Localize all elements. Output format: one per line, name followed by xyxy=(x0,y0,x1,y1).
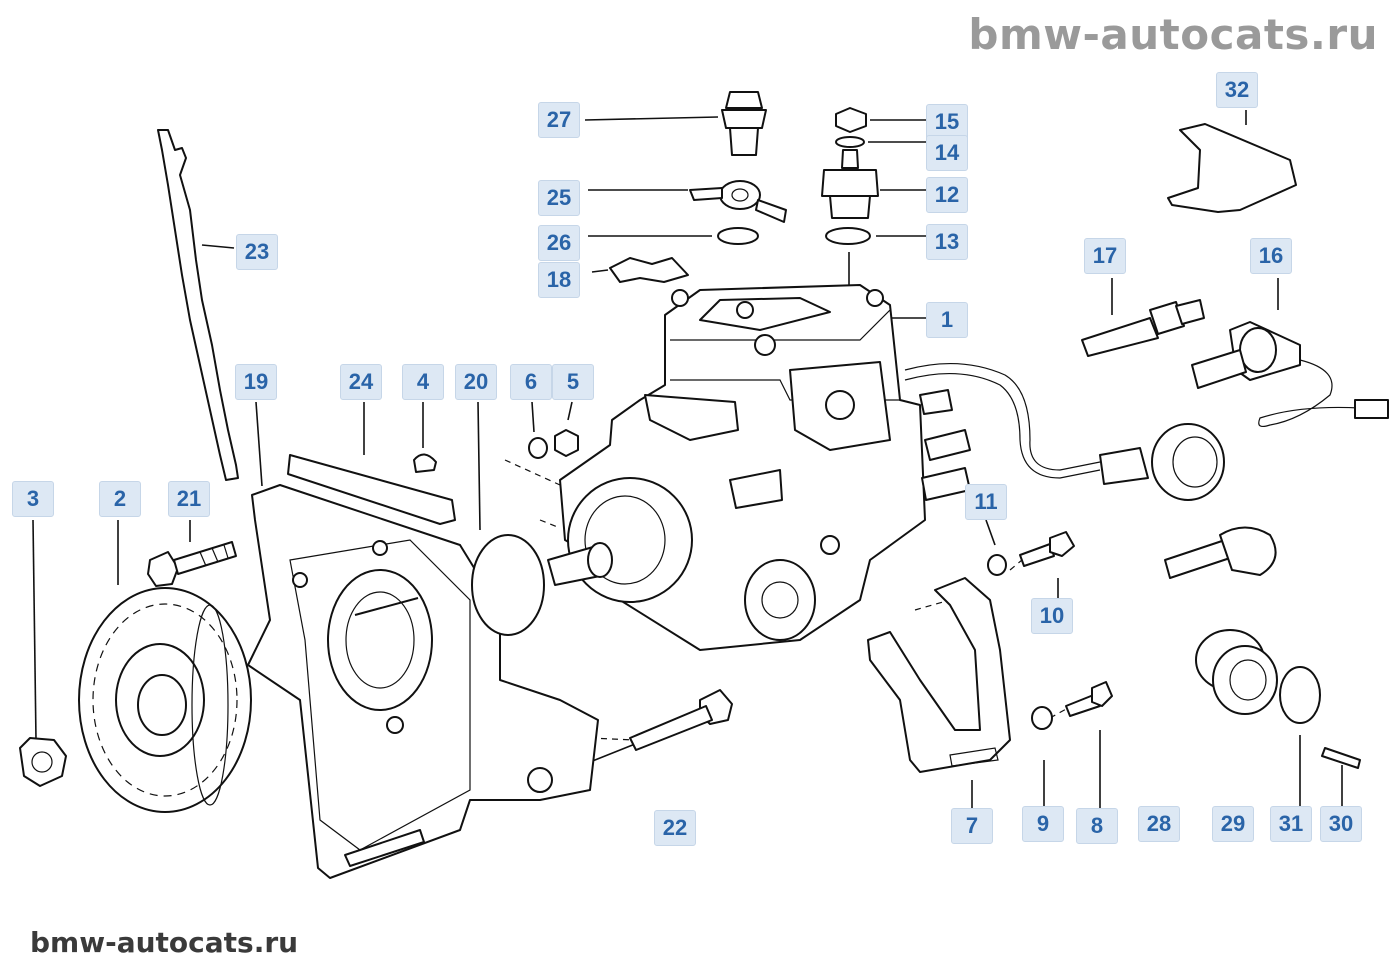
part-27-fitting xyxy=(721,91,767,156)
callout-9[interactable]: 9 xyxy=(1022,806,1064,842)
part-7-bracket xyxy=(867,577,1011,773)
callout-17[interactable]: 17 xyxy=(1084,238,1126,274)
part-22-long-bolt xyxy=(629,689,733,751)
part-23-gasket-strip xyxy=(157,129,239,481)
callout-14[interactable]: 14 xyxy=(926,135,968,171)
callout-25[interactable]: 25 xyxy=(538,180,580,216)
callout-18[interactable]: 18 xyxy=(538,262,580,298)
part-17-stud xyxy=(1081,299,1205,357)
part-24-strip xyxy=(287,454,456,525)
leader-lines xyxy=(32,110,1343,808)
part-21-bolt xyxy=(147,541,237,587)
part-2-sprocket xyxy=(78,587,252,813)
part-18-clip xyxy=(609,257,689,283)
callout-4[interactable]: 4 xyxy=(402,364,444,400)
callout-32[interactable]: 32 xyxy=(1216,72,1258,108)
callout-28[interactable]: 28 xyxy=(1138,806,1180,842)
part-31-o-ring xyxy=(1279,666,1321,724)
part-20-o-ring xyxy=(471,534,545,636)
callout-24[interactable]: 24 xyxy=(340,364,382,400)
callout-19[interactable]: 19 xyxy=(235,364,277,400)
part-32-bracket xyxy=(1167,123,1297,213)
callout-16[interactable]: 16 xyxy=(1250,238,1292,274)
part-14-washer xyxy=(835,136,865,148)
harness-cable xyxy=(904,362,1225,501)
callout-21[interactable]: 21 xyxy=(168,481,210,517)
callout-2[interactable]: 2 xyxy=(99,481,141,517)
part-30-pin xyxy=(1321,747,1361,769)
callout-23[interactable]: 23 xyxy=(236,234,278,270)
part-13-o-ring xyxy=(825,227,871,245)
callout-8[interactable]: 8 xyxy=(1076,808,1118,844)
elbow-connector xyxy=(1164,526,1277,579)
callout-13[interactable]: 13 xyxy=(926,224,968,260)
part-26-washer xyxy=(717,227,759,245)
callout-30[interactable]: 30 xyxy=(1320,806,1362,842)
callout-27[interactable]: 27 xyxy=(538,102,580,138)
callout-12[interactable]: 12 xyxy=(926,177,968,213)
part-11-washer xyxy=(987,554,1007,576)
part-15-nut xyxy=(835,107,867,133)
callout-10[interactable]: 10 xyxy=(1031,598,1073,634)
callout-29[interactable]: 29 xyxy=(1212,806,1254,842)
part-9-washer xyxy=(1031,706,1053,730)
watermark-bottom: bmw-autocats.ru xyxy=(30,926,299,959)
callout-7[interactable]: 7 xyxy=(951,808,993,844)
part-12-valve xyxy=(821,149,879,219)
part-3-nut xyxy=(19,737,67,787)
part-10-bolt xyxy=(1019,531,1075,567)
part-6-washer xyxy=(528,437,548,459)
callout-31[interactable]: 31 xyxy=(1270,806,1312,842)
callout-1[interactable]: 1 xyxy=(926,302,968,338)
part-8-bolt xyxy=(1065,681,1113,717)
part-19-mounting-plate xyxy=(247,484,599,879)
watermark-top: bmw-autocats.ru xyxy=(968,10,1378,59)
part-25-banjo xyxy=(689,180,787,223)
callout-3[interactable]: 3 xyxy=(12,481,54,517)
part-16-solenoid xyxy=(1191,321,1389,428)
part-29-connector xyxy=(1195,629,1278,715)
part-4-key xyxy=(413,453,437,473)
callout-5[interactable]: 5 xyxy=(552,364,594,400)
part-1-injection-pump xyxy=(547,284,971,651)
part-5-nut xyxy=(554,429,579,457)
callout-15[interactable]: 15 xyxy=(926,104,968,140)
callout-22[interactable]: 22 xyxy=(654,810,696,846)
callout-11[interactable]: 11 xyxy=(965,484,1007,520)
callout-6[interactable]: 6 xyxy=(510,364,552,400)
callout-26[interactable]: 26 xyxy=(538,225,580,261)
callout-20[interactable]: 20 xyxy=(455,364,497,400)
